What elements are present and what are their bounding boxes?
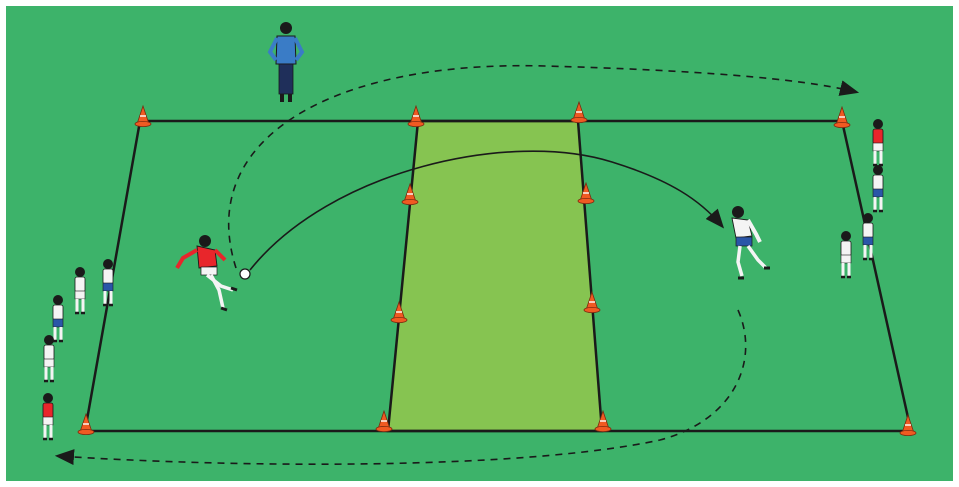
arrow-icon xyxy=(249,150,725,271)
arrow-icon xyxy=(227,64,860,269)
player-kicking xyxy=(175,235,238,312)
arrow-icon xyxy=(54,309,747,466)
ball-icon xyxy=(239,268,251,280)
player-receiving xyxy=(731,206,770,280)
coach-icon xyxy=(267,22,305,102)
